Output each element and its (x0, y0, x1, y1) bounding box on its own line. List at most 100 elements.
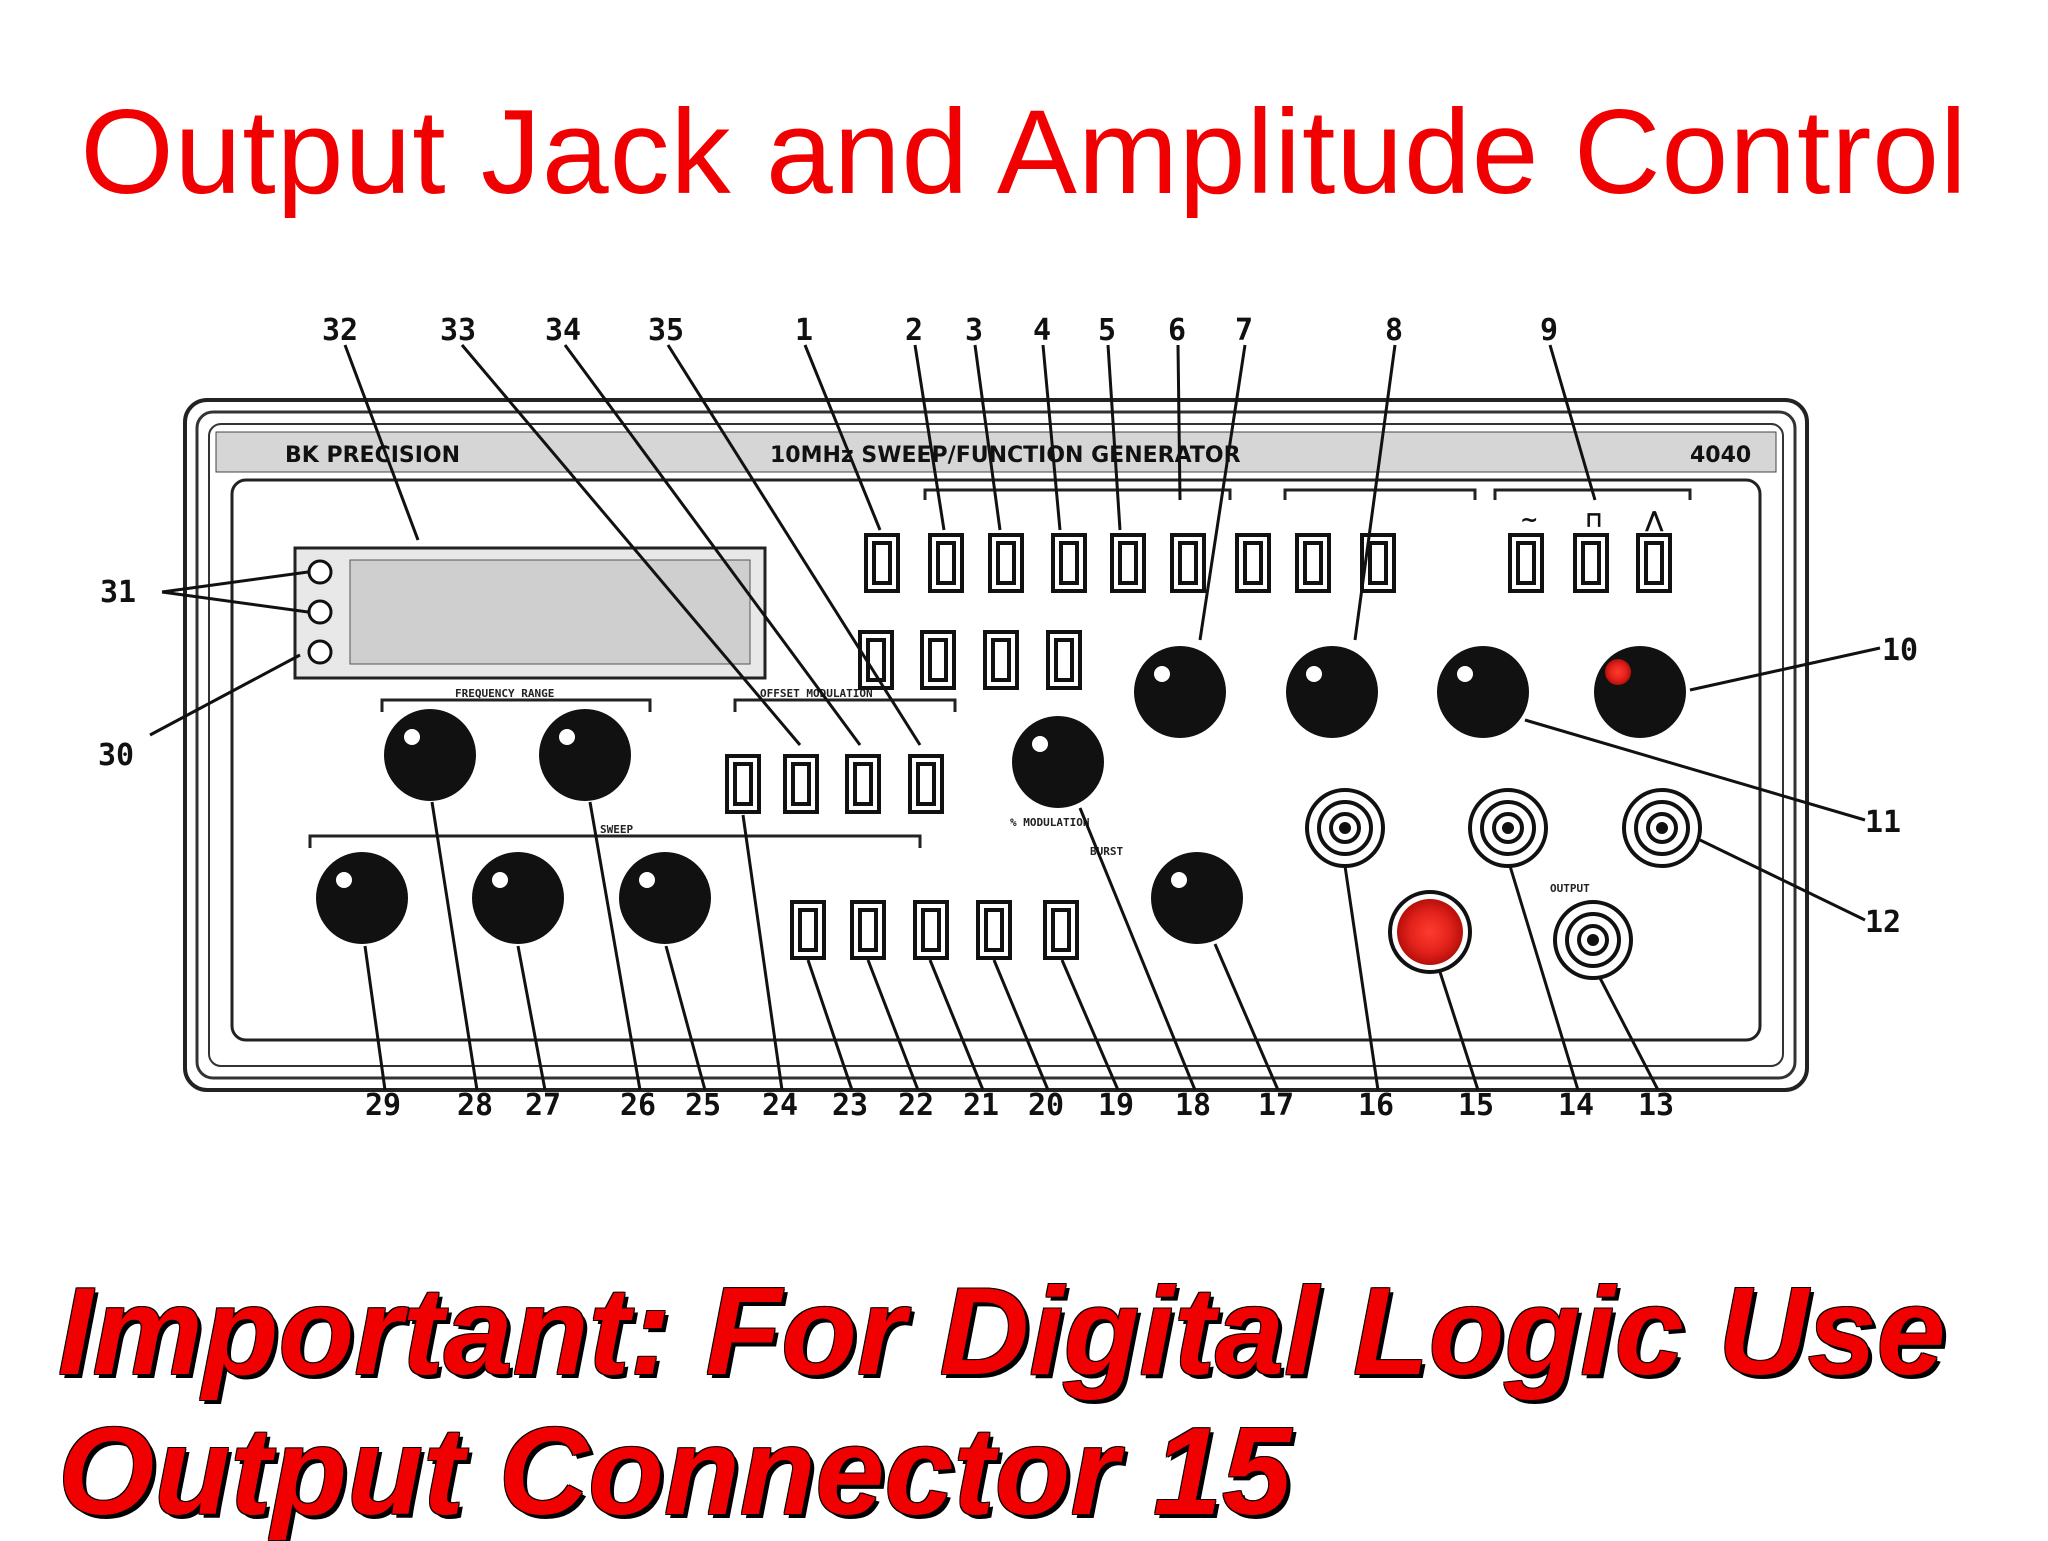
callout-32: 32 (322, 313, 358, 348)
callout-leader-lines (149, 344, 1881, 1091)
sweep-label: SWEEP (600, 823, 633, 836)
callout-16: 16 (1358, 1088, 1394, 1123)
second-button-row (858, 630, 1082, 690)
trigger-input-jack[interactable] (1622, 788, 1702, 868)
frequency-coarse-knob[interactable] (384, 709, 476, 801)
push-button[interactable] (1235, 533, 1271, 593)
callout-23: 23 (832, 1088, 868, 1123)
square-wave-icon: ⊓ (1585, 508, 1603, 533)
model-number-label: 4040 (1690, 443, 1751, 468)
callout-4: 4 (1033, 313, 1051, 348)
sine-button[interactable] (1508, 533, 1544, 593)
callout-20: 20 (1028, 1088, 1064, 1123)
push-button[interactable] (983, 630, 1019, 690)
push-button[interactable] (913, 900, 949, 960)
callout-18: 18 (1175, 1088, 1211, 1123)
callout-14: 14 (1558, 1088, 1594, 1123)
sweep-start-knob[interactable] (316, 852, 408, 944)
callout-1: 1 (795, 313, 813, 348)
push-button[interactable] (725, 754, 761, 814)
push-button[interactable] (1295, 533, 1331, 593)
callout-11: 11 (1865, 805, 1901, 840)
push-button[interactable] (864, 533, 900, 593)
push-button[interactable] (928, 533, 964, 593)
callout-13: 13 (1638, 1088, 1674, 1123)
top-button-row (864, 533, 1672, 593)
callout-25: 25 (685, 1088, 721, 1123)
vcf-input-jack[interactable] (1305, 788, 1385, 868)
indicator-led-2 (307, 599, 333, 625)
sync-output-jack[interactable] (1468, 788, 1548, 868)
push-button[interactable] (988, 533, 1024, 593)
duty-cycle-knob[interactable] (1134, 646, 1226, 738)
callout-26: 26 (620, 1088, 656, 1123)
model-title-label: 10MHz SWEEP/FUNCTION GENERATOR (770, 443, 1241, 468)
panel-header-strip: BK PRECISION 10MHz SWEEP/FUNCTION GENERA… (215, 431, 1777, 473)
push-button[interactable] (1043, 900, 1079, 960)
push-button[interactable] (850, 900, 886, 960)
callout-28: 28 (457, 1088, 493, 1123)
knobs (316, 646, 1686, 944)
modulation-button-row (725, 754, 944, 814)
dc-offset-knob[interactable] (1437, 646, 1529, 738)
push-button[interactable] (1170, 533, 1206, 593)
bnc-connectors (1305, 788, 1702, 980)
push-button[interactable] (1046, 630, 1082, 690)
frequency-fine-knob[interactable] (539, 709, 631, 801)
push-button[interactable] (920, 630, 956, 690)
push-button[interactable] (1051, 533, 1087, 593)
push-button[interactable] (790, 900, 826, 960)
callout-5: 5 (1098, 313, 1116, 348)
callout-6: 6 (1168, 313, 1186, 348)
callout-17: 17 (1258, 1088, 1294, 1123)
callout-24: 24 (762, 1088, 798, 1123)
burst-rate-knob[interactable] (1151, 852, 1243, 944)
callout-30: 30 (98, 738, 134, 773)
callout-numbers: 32 33 34 35 1 2 3 4 5 6 7 8 9 31 30 10 1… (98, 313, 1918, 1123)
push-button[interactable] (845, 754, 881, 814)
page-title: Output Jack and Amplitude Control (80, 85, 1968, 219)
sweep-time-knob[interactable] (619, 852, 711, 944)
indicator-led-1 (307, 559, 333, 585)
push-button[interactable] (783, 754, 819, 814)
bottom-button-row (790, 900, 1079, 960)
square-button[interactable] (1573, 533, 1609, 593)
frequency-range-label: FREQUENCY RANGE (455, 687, 554, 700)
triangle-wave-icon: ⋀ (1645, 508, 1664, 533)
callout-7: 7 (1235, 313, 1253, 348)
push-button[interactable] (908, 754, 944, 814)
gate-led (307, 639, 333, 665)
callout-31: 31 (100, 575, 136, 610)
callout-35: 35 (648, 313, 684, 348)
output-jack[interactable] (1553, 900, 1633, 980)
brand-label: BK PRECISION (285, 443, 460, 468)
sweep-stop-knob[interactable] (472, 852, 564, 944)
offset-modulation-label: OFFSET MODULATION (760, 687, 873, 700)
ttl-output-connector-15[interactable] (1388, 890, 1472, 974)
panel-frame (183, 398, 1809, 1092)
important-note-line-2: Output Connector 15 (58, 1403, 1292, 1541)
callout-27: 27 (525, 1088, 561, 1123)
push-button[interactable] (976, 900, 1012, 960)
callout-10: 10 (1882, 633, 1918, 668)
callout-9: 9 (1540, 313, 1558, 348)
callout-21: 21 (963, 1088, 999, 1123)
push-button[interactable] (1110, 533, 1146, 593)
sine-wave-icon: ~ (1520, 508, 1538, 533)
callout-29: 29 (365, 1088, 401, 1123)
callout-33: 33 (440, 313, 476, 348)
triangle-button[interactable] (1636, 533, 1672, 593)
frequency-adjust-knob[interactable] (1286, 646, 1378, 738)
callout-19: 19 (1098, 1088, 1134, 1123)
frequency-display (293, 546, 767, 680)
callout-2: 2 (905, 313, 923, 348)
callout-3: 3 (965, 313, 983, 348)
callout-22: 22 (898, 1088, 934, 1123)
modulation-knob[interactable] (1012, 716, 1104, 808)
callout-34: 34 (545, 313, 581, 348)
output-level-knob[interactable] (1594, 646, 1686, 738)
modulation-label: % MODULATION (1010, 816, 1089, 829)
important-note-line-1: Important: For Digital Logic Use (58, 1263, 1946, 1401)
callout-8: 8 (1385, 313, 1403, 348)
